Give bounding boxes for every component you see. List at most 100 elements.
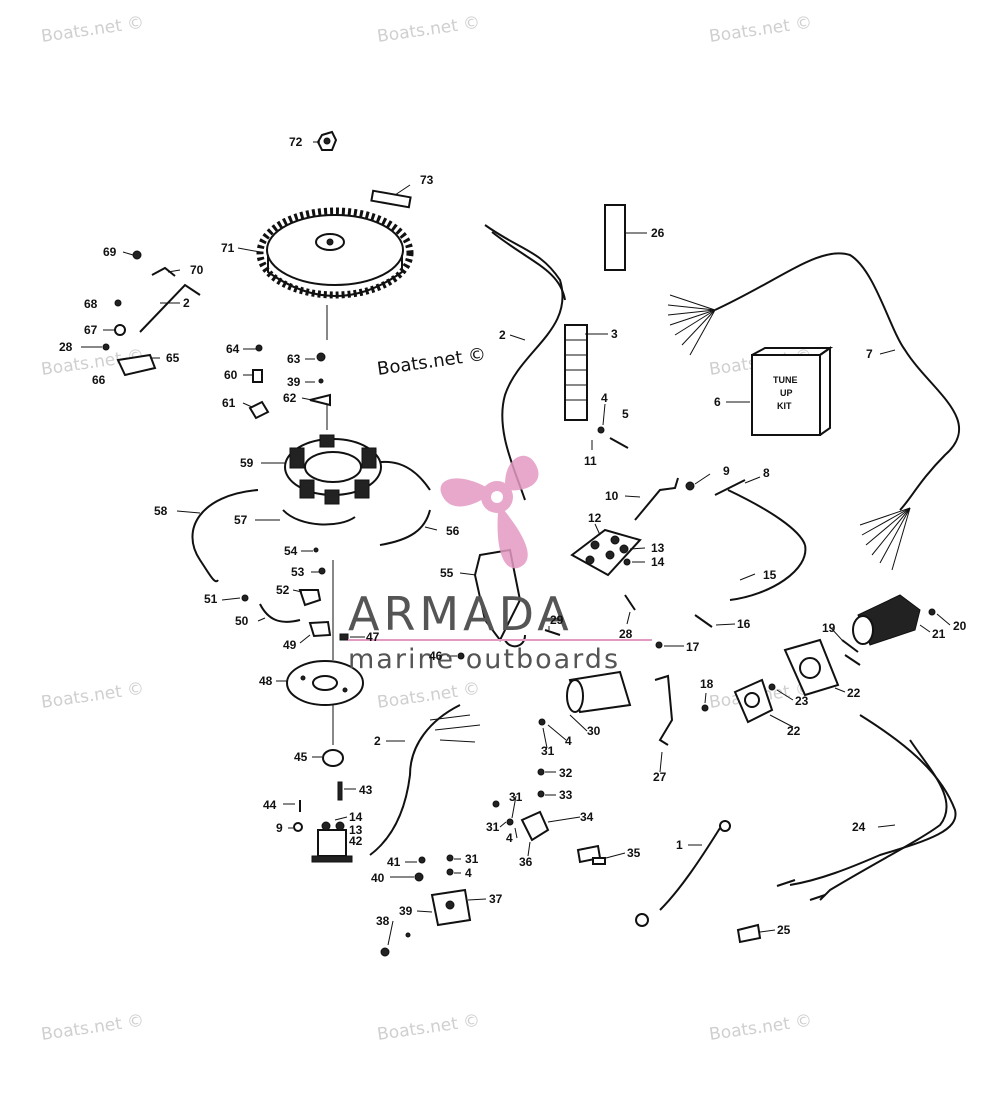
part-63-screw bbox=[316, 352, 326, 362]
part-62-clamp bbox=[309, 393, 331, 407]
part-label-22a: 22 bbox=[847, 686, 861, 700]
watermark: Boats.net © bbox=[708, 13, 813, 47]
part-68-screw bbox=[114, 299, 122, 307]
part-label-46: 46 bbox=[429, 649, 443, 663]
part-label-14a: 14 bbox=[651, 555, 665, 569]
part-label-57: 57 bbox=[234, 513, 248, 527]
part-label-29: 29 bbox=[550, 613, 564, 627]
tune-up-kit-line3: KIT bbox=[777, 401, 792, 411]
part-65-bracket bbox=[116, 353, 157, 377]
part-label-36: 36 bbox=[519, 855, 533, 869]
part-label-42: 42 bbox=[349, 834, 363, 848]
part-31-screw bbox=[538, 718, 546, 726]
part-label-28a: 28 bbox=[59, 340, 73, 354]
part-48-trigger-plate bbox=[286, 660, 364, 706]
part-label-4d: 4 bbox=[465, 866, 472, 880]
part-1-cable bbox=[659, 827, 721, 911]
part-3-terminal-block bbox=[564, 324, 588, 421]
part-64-screw bbox=[255, 344, 263, 352]
part-14-nut bbox=[623, 558, 631, 566]
part-label-71: 71 bbox=[221, 241, 235, 255]
part-label-15: 15 bbox=[763, 568, 777, 582]
part-label-11: 11 bbox=[584, 454, 597, 468]
part-label-63: 63 bbox=[287, 352, 301, 366]
propeller-blade-icon bbox=[505, 455, 539, 491]
part-label-64: 64 bbox=[226, 342, 240, 356]
part-2-harness-upper bbox=[484, 224, 564, 501]
part-label-3: 3 bbox=[611, 327, 618, 341]
part-label-43: 43 bbox=[359, 783, 373, 797]
part-label-32: 32 bbox=[559, 766, 573, 780]
part-31-screw bbox=[446, 854, 454, 862]
part-37-rectifier bbox=[430, 888, 472, 927]
part-9-o-ring bbox=[685, 481, 695, 491]
part-label-28b: 28 bbox=[619, 627, 633, 641]
part-26-tape bbox=[604, 204, 626, 271]
part-60-clip bbox=[252, 369, 263, 383]
part-label-22b: 22 bbox=[787, 724, 801, 738]
part-27-bracket bbox=[654, 674, 674, 746]
watermark-layer: Boats.net © Boats.net © Boats.net © Boat… bbox=[40, 13, 813, 1045]
part-label-9b: 9 bbox=[276, 821, 283, 835]
part-51-screw bbox=[241, 594, 249, 602]
part-57-wire bbox=[282, 509, 356, 526]
part-7-main-harness bbox=[714, 252, 961, 511]
propeller-blade-icon bbox=[497, 510, 528, 569]
part-label-31d: 31 bbox=[465, 852, 479, 866]
watermark: Boats.net © bbox=[376, 679, 481, 713]
watermark: Boats.net © bbox=[376, 13, 481, 47]
part-label-8: 8 bbox=[763, 466, 770, 480]
part-4-screw bbox=[597, 426, 605, 434]
part-24-battery-cables bbox=[789, 714, 957, 886]
part-label-25: 25 bbox=[777, 923, 791, 937]
part-label-31c: 31 bbox=[486, 820, 500, 834]
propeller-blade-icon bbox=[440, 478, 486, 507]
part-label-40: 40 bbox=[371, 871, 385, 885]
part-label-2c: 2 bbox=[374, 734, 381, 748]
part-label-39b: 39 bbox=[399, 904, 413, 918]
part-58-wire bbox=[191, 489, 259, 583]
part-53-screw bbox=[318, 567, 326, 575]
part-label-31a: 31 bbox=[541, 744, 555, 758]
part-label-38: 38 bbox=[376, 914, 390, 928]
part-73-decal bbox=[370, 189, 412, 209]
part-label-19: 19 bbox=[822, 621, 836, 635]
part-number-labels: 72 73 71 26 69 70 2 68 2 3 67 28 65 66 6… bbox=[59, 135, 967, 937]
part-label-10: 10 bbox=[605, 489, 619, 503]
part-21-key-switch bbox=[852, 594, 921, 646]
part-label-72: 72 bbox=[289, 135, 303, 149]
part-55-bracket-tail bbox=[504, 634, 526, 648]
part-59-stator bbox=[284, 434, 431, 505]
part-label-34: 34 bbox=[580, 810, 594, 824]
part-71-flywheel bbox=[256, 207, 414, 299]
part-label-61: 61 bbox=[222, 396, 236, 410]
part-40-nut bbox=[414, 872, 424, 882]
part-30-motor bbox=[566, 670, 632, 714]
part-label-44: 44 bbox=[263, 798, 277, 812]
part-52-sensor bbox=[298, 589, 322, 607]
part-28-bolt bbox=[624, 594, 636, 611]
part-label-41: 41 bbox=[387, 855, 401, 869]
part-label-13b: 13 bbox=[349, 823, 363, 837]
part-38-nut bbox=[380, 947, 390, 957]
tune-up-kit-line1: TUNE bbox=[773, 375, 798, 385]
part-label-16: 16 bbox=[737, 617, 751, 631]
part-label-14b: 14 bbox=[349, 810, 363, 824]
part-54-screw bbox=[313, 547, 319, 553]
part-2-harness-lower bbox=[369, 704, 461, 856]
part-45-collar bbox=[322, 749, 344, 767]
part-label-54: 54 bbox=[284, 544, 298, 558]
part-label-53: 53 bbox=[291, 565, 305, 579]
part-label-20: 20 bbox=[953, 619, 967, 633]
part-label-1: 1 bbox=[676, 838, 683, 852]
part-15-rod bbox=[729, 544, 807, 601]
part-39-washer bbox=[318, 378, 324, 384]
part-7-connector-fan-top bbox=[667, 294, 716, 356]
part-23-screw bbox=[768, 683, 776, 691]
part-label-66: 66 bbox=[92, 373, 106, 387]
part-label-12: 12 bbox=[588, 511, 602, 525]
part-label-4a: 4 bbox=[601, 391, 608, 405]
part-label-9a: 9 bbox=[723, 464, 730, 478]
part-9-washer bbox=[293, 822, 303, 832]
part-47-pin bbox=[339, 633, 349, 641]
